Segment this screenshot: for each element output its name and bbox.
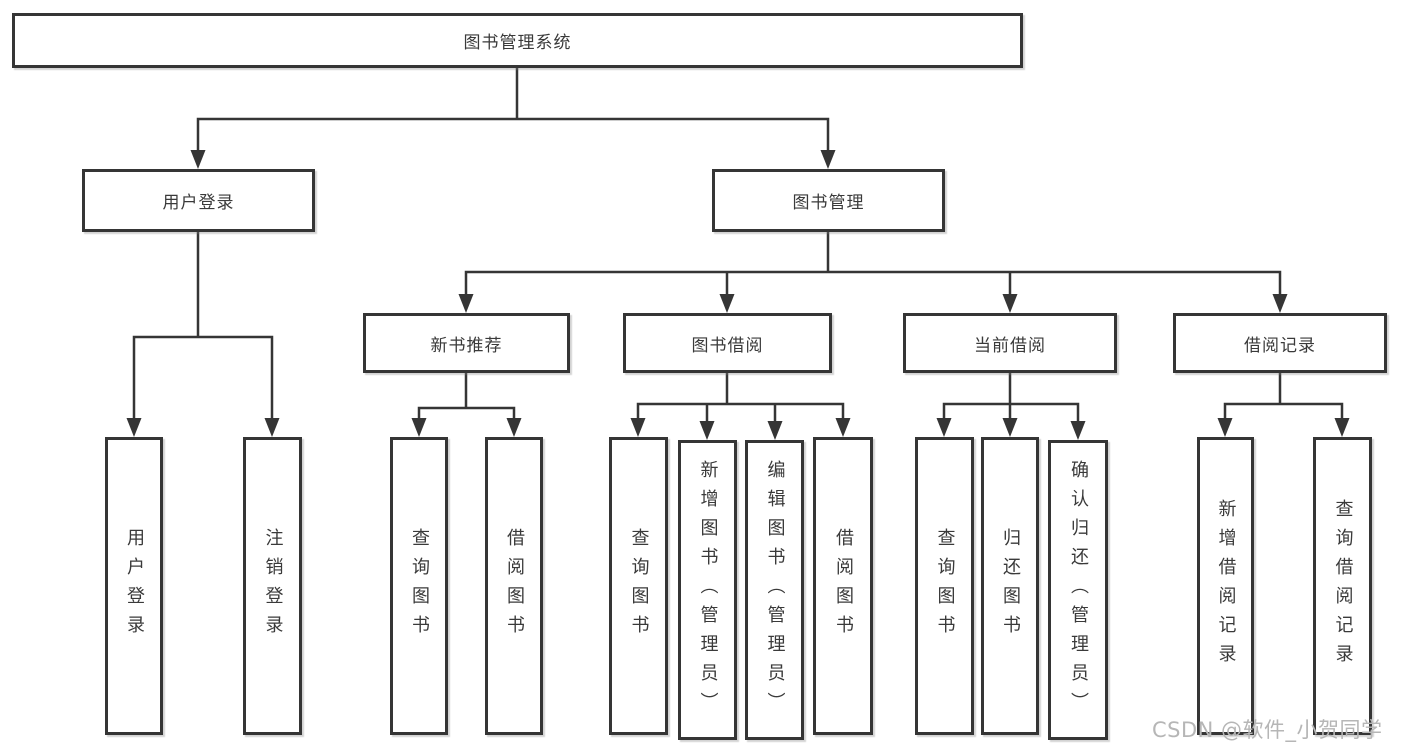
- leaf-edit-book-admin: 编辑图书（管理员）: [745, 440, 804, 740]
- arrowhead-icons: [126, 150, 1350, 440]
- node-root: 图书管理系统: [12, 13, 1023, 68]
- connector-newbookrec-to-leaves: [417, 371, 516, 422]
- connector-bookmgmt-to-level3: [464, 230, 1282, 298]
- arrow-down-icon: [1272, 294, 1288, 313]
- connector-borrowrecords-to-leaves: [1223, 371, 1344, 422]
- node-book-borrow: 图书借阅: [623, 313, 832, 373]
- arrow-down-icon: [458, 294, 474, 313]
- arrow-down-icon: [767, 421, 783, 440]
- leaf-return-book: 归还图书: [981, 437, 1039, 735]
- node-user-login: 用户登录: [82, 169, 315, 232]
- connector-root-to-level2: [196, 66, 830, 154]
- arrow-down-icon: [936, 418, 952, 437]
- csdn-watermark: CSDN @软件_小贺同学: [1152, 718, 1383, 742]
- leaf-confirm-return-admin: 确认归还（管理员）: [1048, 440, 1108, 740]
- arrow-down-icon: [699, 421, 715, 440]
- arrow-down-icon: [835, 418, 851, 437]
- leaf-add-book-admin: 新增图书（管理员）: [678, 440, 737, 740]
- node-borrow-records: 借阅记录: [1173, 313, 1387, 373]
- arrow-down-icon: [1334, 418, 1350, 437]
- leaf-logout: 注销登录: [243, 437, 302, 735]
- arrow-down-icon: [1070, 421, 1086, 440]
- leaf-add-borrow-record: 新增借阅记录: [1197, 437, 1254, 735]
- arrow-down-icon: [719, 294, 735, 313]
- arrow-down-icon: [126, 418, 142, 437]
- arrow-down-icon: [630, 418, 646, 437]
- arrow-down-icon: [411, 418, 427, 437]
- arrow-down-icon: [1217, 418, 1233, 437]
- arrow-down-icon: [1002, 418, 1018, 437]
- leaf-query-books-current: 查询图书: [915, 437, 974, 735]
- connector-userlogin-to-leaves: [132, 230, 274, 422]
- node-book-management: 图书管理: [712, 169, 945, 232]
- arrow-down-icon: [820, 150, 836, 169]
- leaf-query-books-borrow: 查询图书: [609, 437, 668, 735]
- leaf-query-borrow-record: 查询借阅记录: [1313, 437, 1372, 735]
- leaf-borrow-books-recommend: 借阅图书: [485, 437, 543, 735]
- leaf-borrow-books: 借阅图书: [813, 437, 873, 735]
- connector-bookborrow-to-leaves: [636, 371, 845, 425]
- arrow-down-icon: [264, 418, 280, 437]
- node-current-borrow: 当前借阅: [903, 313, 1117, 373]
- arrow-down-icon: [1002, 294, 1018, 313]
- leaf-query-books-recommend: 查询图书: [390, 437, 448, 735]
- arrow-down-icon: [506, 418, 522, 437]
- leaf-user-login: 用户登录: [105, 437, 163, 735]
- connector-currentborrow-to-leaves: [942, 371, 1080, 425]
- arrow-down-icon: [190, 150, 206, 169]
- node-new-book-recommend: 新书推荐: [363, 313, 570, 373]
